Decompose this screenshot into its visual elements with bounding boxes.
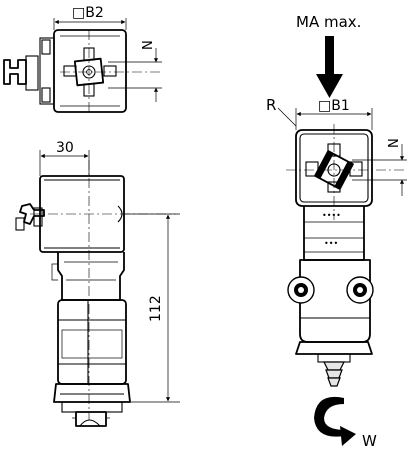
- label-n-top-left: N: [141, 40, 156, 50]
- front-view: [277, 36, 407, 446]
- label-dim-112: 112: [148, 295, 164, 322]
- label-dim-30: 30: [56, 140, 74, 156]
- body-marking-2: •••: [324, 239, 338, 248]
- label-b2: □B2: [72, 5, 104, 21]
- top-left-view: [3, 18, 162, 113]
- label-ma-max: MA max.: [296, 13, 361, 31]
- label-b1: □B1: [318, 98, 350, 114]
- label-r: R: [266, 96, 276, 114]
- label-w: W: [362, 432, 377, 450]
- side-view: [15, 150, 180, 427]
- label-n-right: N: [387, 138, 402, 148]
- body-marking-1: ••••: [322, 211, 341, 220]
